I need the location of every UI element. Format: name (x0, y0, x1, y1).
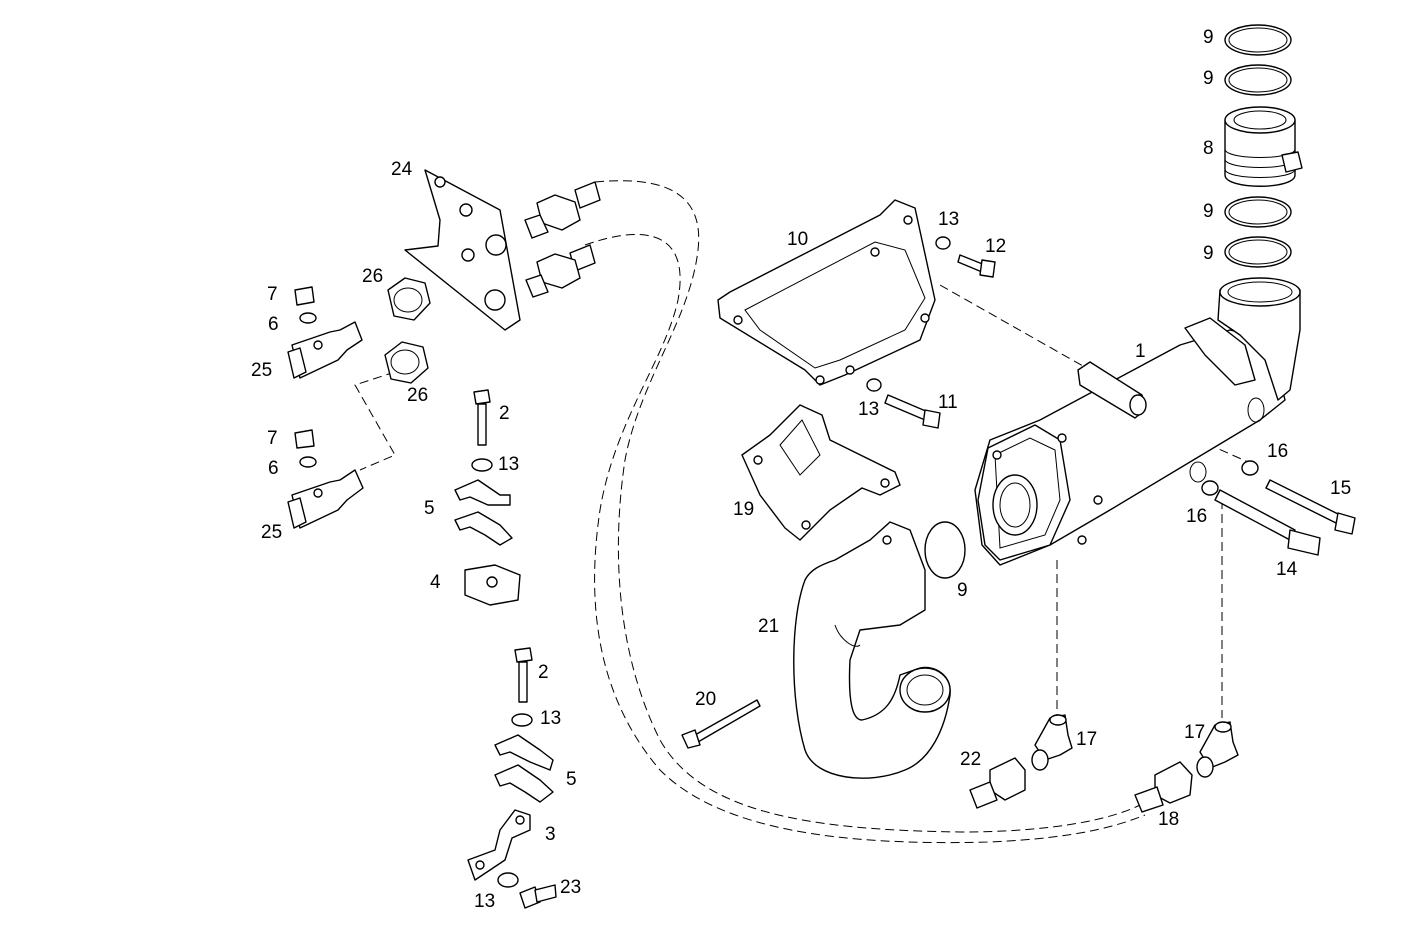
part-17-elbow-left (1031, 714, 1073, 771)
clamp-assembly-lower (467, 647, 557, 909)
callout-17-left: 17 (1076, 729, 1097, 750)
callout-11: 11 (938, 392, 958, 413)
bolts-14-15-washers-16 (1201, 460, 1356, 556)
callout-13-c: 13 (498, 454, 519, 475)
part-25-adapter-lower (287, 429, 364, 529)
callout-14: 14 (1276, 559, 1298, 580)
callout-26-upper: 26 (362, 266, 383, 287)
callout-6-lower: 6 (268, 458, 279, 479)
callout-9-e: 9 (957, 580, 968, 601)
callout-9-d: 9 (1203, 243, 1214, 264)
callout-5-upper: 5 (424, 498, 435, 519)
part-26-nuts (384, 277, 431, 384)
callout-16-b: 16 (1186, 506, 1207, 527)
callout-9-c: 9 (1203, 201, 1214, 222)
callout-7-upper: 7 (267, 284, 278, 305)
part-8-sleeve-connector (1224, 106, 1303, 187)
part-22-fitting (969, 757, 1026, 809)
callout-18: 18 (1158, 809, 1179, 830)
callout-16-a: 16 (1267, 441, 1288, 462)
callout-7-lower: 7 (267, 428, 278, 449)
clamp-assembly-upper (454, 389, 521, 606)
callout-4: 4 (430, 572, 441, 593)
callout-20: 20 (695, 689, 716, 710)
callout-5-lower: 5 (566, 769, 577, 790)
callout-15: 15 (1330, 478, 1351, 499)
part-9-o-ring-side (924, 521, 966, 579)
callout-12: 12 (985, 236, 1006, 257)
callout-2-lower: 2 (538, 662, 549, 683)
callout-2-upper: 2 (499, 403, 510, 424)
callout-23: 23 (560, 877, 581, 898)
callout-13-a: 13 (938, 209, 959, 230)
callout-26-lower: 26 (407, 385, 428, 406)
part-18-fitting (1134, 761, 1193, 813)
callout-9-b: 9 (1203, 68, 1214, 89)
callout-8: 8 (1203, 138, 1214, 159)
callout-25-lower: 25 (261, 522, 282, 543)
callout-13-e: 13 (474, 891, 495, 912)
callout-22: 22 (960, 749, 981, 770)
callout-21: 21 (758, 616, 779, 637)
callout-13-b: 13 (858, 399, 879, 420)
part-17-elbow-right (1196, 721, 1239, 778)
part-21-elbow-pipe (793, 521, 951, 779)
part-10-gasket-frame (717, 199, 936, 386)
callout-10: 10 (787, 229, 808, 250)
part-19-bracket (741, 404, 901, 541)
o-ring-stack (1224, 24, 1292, 268)
part-24-bracket-plate (404, 169, 521, 331)
callout-labels: 1 2 2 3 4 5 5 6 6 7 7 8 9 9 9 9 9 10 11 … (251, 27, 1351, 912)
callout-17-right: 17 (1184, 722, 1205, 743)
part-1-egr-cooler (974, 277, 1301, 566)
callout-19: 19 (733, 499, 754, 520)
callout-6-upper: 6 (268, 314, 279, 335)
callout-24: 24 (391, 159, 413, 180)
hose-end-fittings (524, 181, 601, 298)
callout-1: 1 (1135, 341, 1146, 362)
callout-25-upper: 25 (251, 360, 272, 381)
callout-3: 3 (545, 824, 556, 845)
bolts-11-12 (866, 236, 996, 429)
part-25-adapter-upper (287, 286, 363, 379)
callout-9-a: 9 (1203, 27, 1214, 48)
callout-13-d: 13 (540, 708, 561, 729)
part-20-bolt (681, 699, 761, 749)
